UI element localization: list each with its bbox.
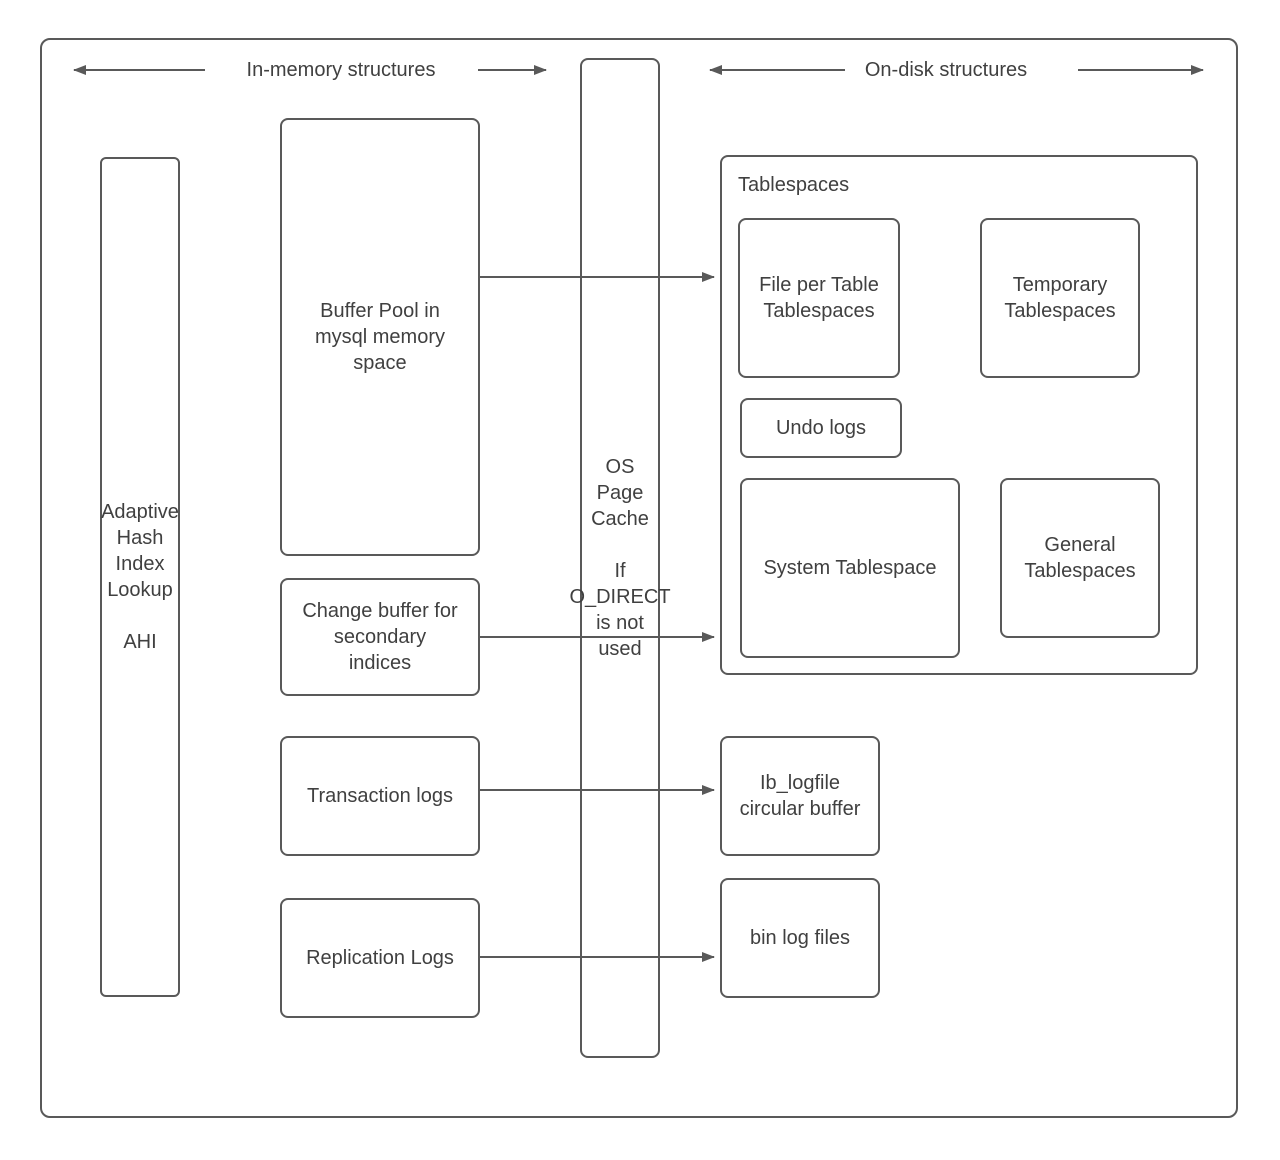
buffer-pool-box: Buffer Pool in mysql memory space (280, 118, 480, 556)
replication-logs-box: Replication Logs (280, 898, 480, 1018)
change-buffer-label: Change buffer for secondary indices (302, 600, 458, 674)
general-tablespaces-box: General Tablespaces (1000, 478, 1160, 638)
buffer-pool-label: Buffer Pool in mysql memory space (314, 300, 445, 374)
ib-logfile-box: Ib_logfile circular buffer (720, 736, 880, 856)
file-per-table-tablespaces-box: File per Table Tablespaces (738, 218, 900, 378)
on-disk-structures-label: On-disk structures (864, 59, 1028, 81)
tablespaces-title: Tablespaces (738, 174, 850, 196)
file-per-table-tablespaces-label: File per Table Tablespaces (759, 274, 879, 322)
in-memory-structures-label: In-memory structures (246, 59, 436, 81)
undo-logs-label: Undo logs (775, 417, 867, 439)
undo-logs-box: Undo logs (740, 398, 902, 458)
transaction-logs-box: Transaction logs (280, 736, 480, 856)
system-tablespace-label: System Tablespace (763, 557, 937, 579)
temporary-tablespaces-box: Temporary Tablespaces (980, 218, 1140, 378)
temporary-tablespaces-label: Temporary Tablespaces (1004, 274, 1116, 322)
os-page-cache-box: OS Page Cache If O_DIRECT is not used (569, 58, 671, 1058)
change-buffer-box: Change buffer for secondary indices (280, 578, 480, 696)
transaction-logs-label: Transaction logs (307, 785, 453, 807)
adaptive-hash-index-label: Adaptive Hash Index Lookup (101, 501, 179, 601)
tablespaces-container (720, 155, 1198, 675)
replication-logs-label: Replication Logs (306, 947, 454, 969)
adaptive-hash-index-box: Adaptive Hash Index Lookup AHI (100, 157, 180, 997)
general-tablespaces-label: General Tablespaces (1024, 534, 1136, 582)
bin-log-files-box: bin log files (720, 878, 880, 998)
system-tablespace-box: System Tablespace (740, 478, 960, 658)
ahi-abbrev-label: AHI (123, 631, 157, 653)
ib-logfile-label: Ib_logfile circular buffer (739, 772, 861, 820)
bin-log-files-label: bin log files (749, 927, 851, 949)
os-page-cache-label: OS Page Cache (591, 456, 649, 530)
os-page-cache-condition-label: If O_DIRECT is not used (569, 560, 671, 660)
outer-border (40, 38, 1238, 1118)
